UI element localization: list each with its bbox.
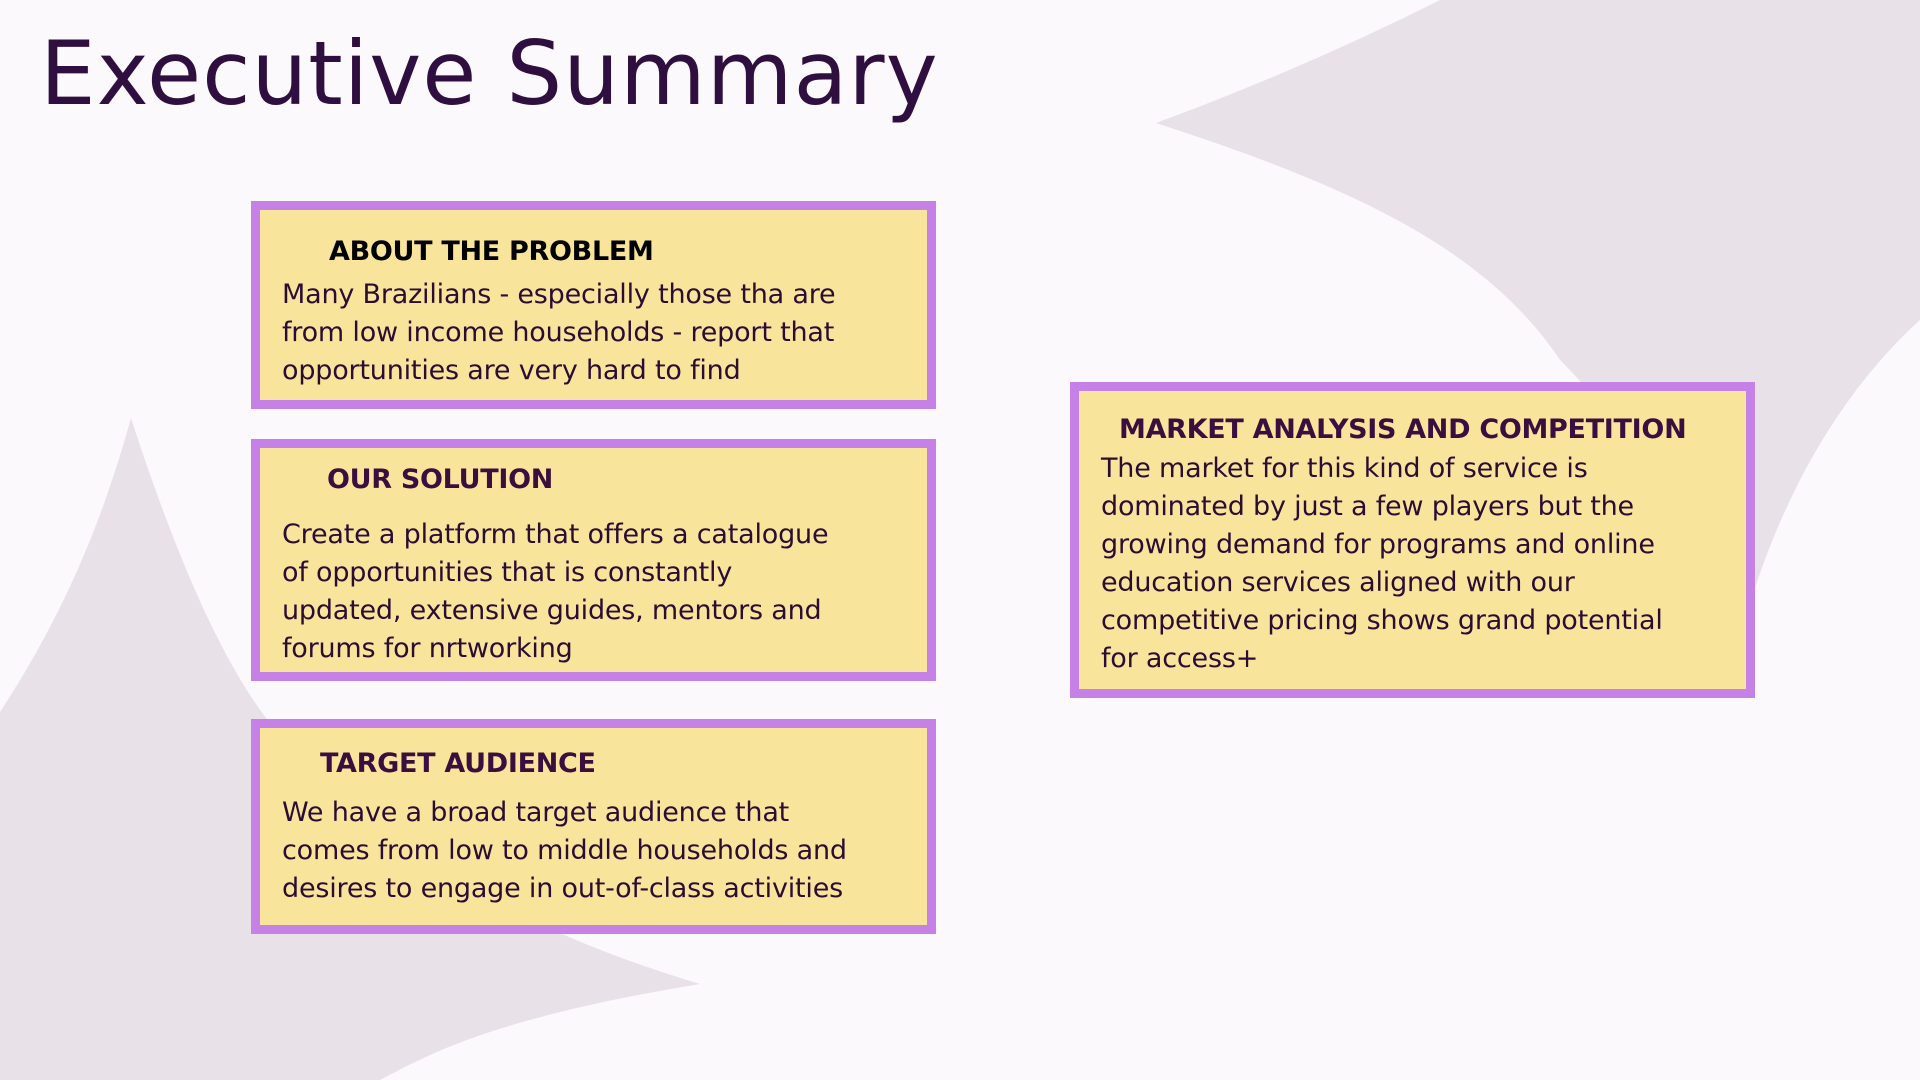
card-our-solution: OUR SOLUTION Create a platform that offe…: [251, 439, 936, 681]
card-market-analysis: MARKET ANALYSIS AND COMPETITION The mark…: [1070, 382, 1755, 698]
card-about-the-problem: ABOUT THE PROBLEM Many Brazilians - espe…: [251, 201, 936, 409]
card-heading: MARKET ANALYSIS AND COMPETITION: [1119, 414, 1687, 445]
card-heading: ABOUT THE PROBLEM: [329, 236, 654, 267]
card-body: Create a platform that offers a catalogu…: [282, 519, 829, 664]
card-heading: OUR SOLUTION: [327, 464, 554, 495]
page-title: Executive Summary: [40, 22, 939, 125]
card-body: Many Brazilians - especially those tha a…: [282, 279, 836, 386]
bottom-left-shape: [0, 418, 700, 1080]
card-target-audience: TARGET AUDIENCE We have a broad target a…: [251, 719, 936, 934]
card-body: The market for this kind of service is d…: [1101, 453, 1663, 674]
card-body: We have a broad target audience that com…: [282, 797, 847, 904]
card-heading: TARGET AUDIENCE: [320, 748, 596, 779]
